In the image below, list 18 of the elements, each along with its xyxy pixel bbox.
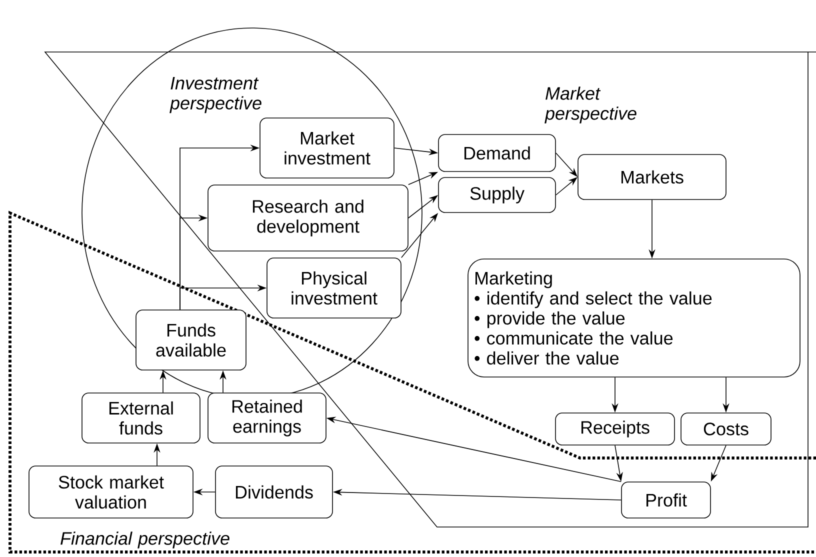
process-box: Markets [578,154,726,200]
process-box: Supply [438,177,556,213]
process-box: Market investment [260,118,394,178]
region-label: Market perspective [544,86,636,124]
process-box: Receipts [555,412,675,446]
process-box: Demand [438,134,556,172]
process-box: Profit [621,482,711,518]
region-label: Investment perspective [170,76,262,114]
process-box: Physical investment [266,258,402,318]
process-box: Costs [680,412,772,446]
process-box: Research and development [208,184,408,252]
process-box: Stock market valuation [28,466,194,518]
process-box: Funds available [136,310,246,370]
process-box: Dividends [215,466,333,518]
list-box: Marketing • identify and select the value • provide the value • communicate the value • deliver the value [468,258,800,378]
region-label: Financial perspective [60,532,230,548]
process-box: External funds [82,392,200,444]
process-box: Retained earnings [208,392,326,444]
